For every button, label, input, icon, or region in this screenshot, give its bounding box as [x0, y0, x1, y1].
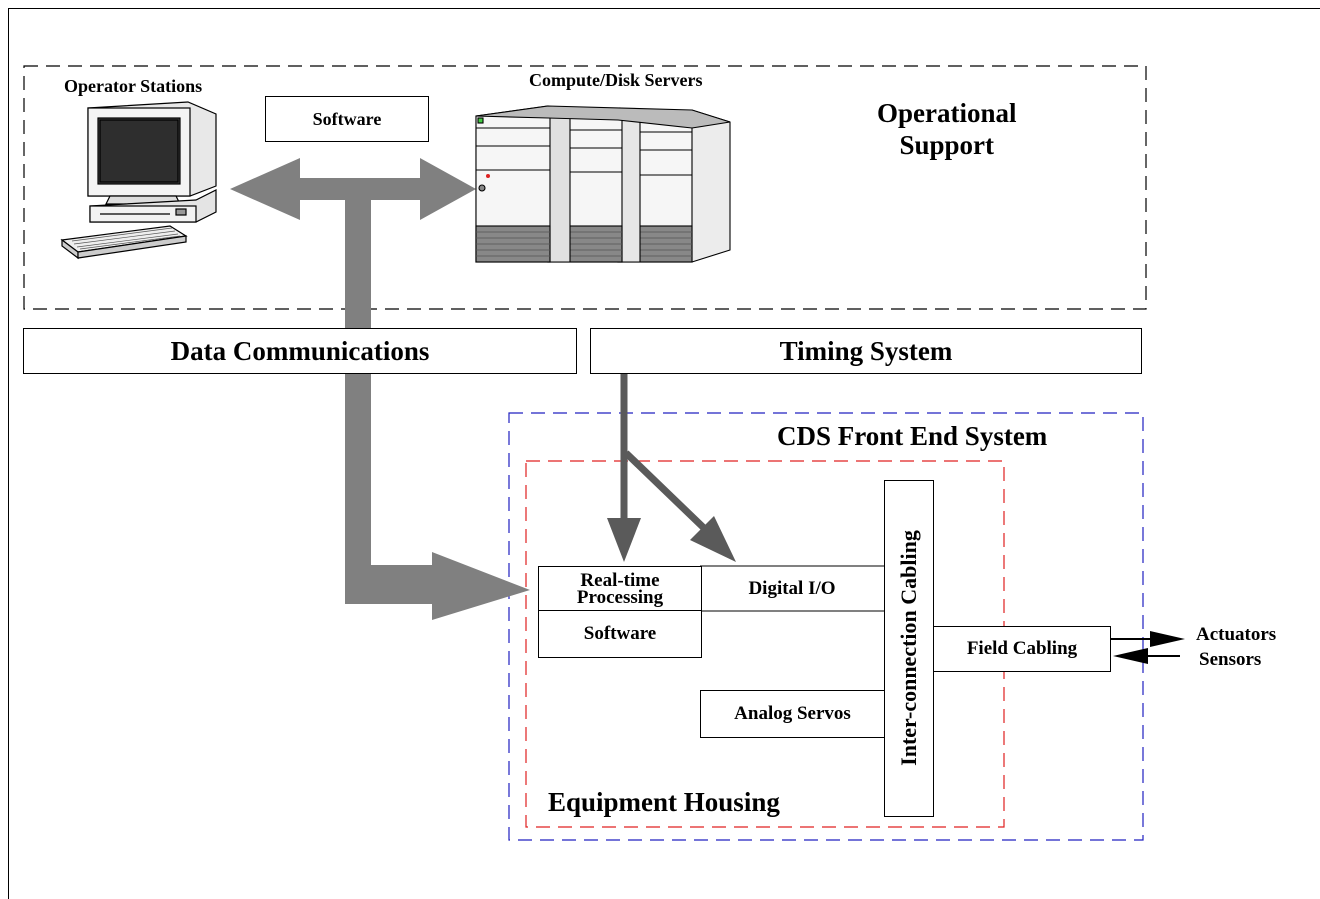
realtime-processing-box: Real-time Processing	[538, 566, 702, 611]
realtime-processing-label: Real-time Processing	[576, 569, 664, 608]
operator-stations-label: Operator Stations	[64, 76, 203, 96]
equipment-housing-label: Equipment Housing	[548, 787, 780, 817]
timing-arrow-head-2	[690, 516, 736, 562]
data-communications-box: Data Communications	[23, 328, 577, 374]
timing-arrow-head-1	[607, 518, 641, 562]
sensor-arrow-head	[1113, 648, 1148, 664]
operator-workstation-icon	[60, 101, 217, 260]
sensors-label: Sensors	[1199, 649, 1262, 670]
data-comm-shaft	[345, 178, 371, 578]
data-comm-arrow	[345, 552, 530, 620]
diagram-frame	[8, 8, 1320, 899]
actuators-label: Actuators	[1196, 624, 1277, 645]
frontend-software-box: Software	[538, 610, 702, 658]
operational-support-region	[23, 65, 1147, 310]
compute-servers-label: Compute/Disk Servers	[529, 70, 703, 90]
interconnection-cabling-box	[884, 480, 934, 817]
analog-servos-box: Analog Servos	[700, 690, 885, 738]
field-cabling-box: Field Cabling	[933, 626, 1111, 672]
timing-diagonal-shaft	[623, 450, 709, 533]
digital-io-box: Digital I/O	[748, 578, 836, 599]
cds-front-end-label: CDS Front End System	[777, 421, 1048, 451]
server-cabinets-icon	[475, 105, 731, 263]
interconnection-cabling-label: Inter-connection Cabling	[896, 530, 921, 766]
cds-front-end-region	[508, 412, 1144, 841]
timing-system-box: Timing System	[590, 328, 1142, 374]
actuator-arrow-head	[1150, 631, 1185, 647]
operational-support-label: Operational Support	[877, 98, 1017, 160]
operational-software-box: Software	[265, 96, 429, 142]
